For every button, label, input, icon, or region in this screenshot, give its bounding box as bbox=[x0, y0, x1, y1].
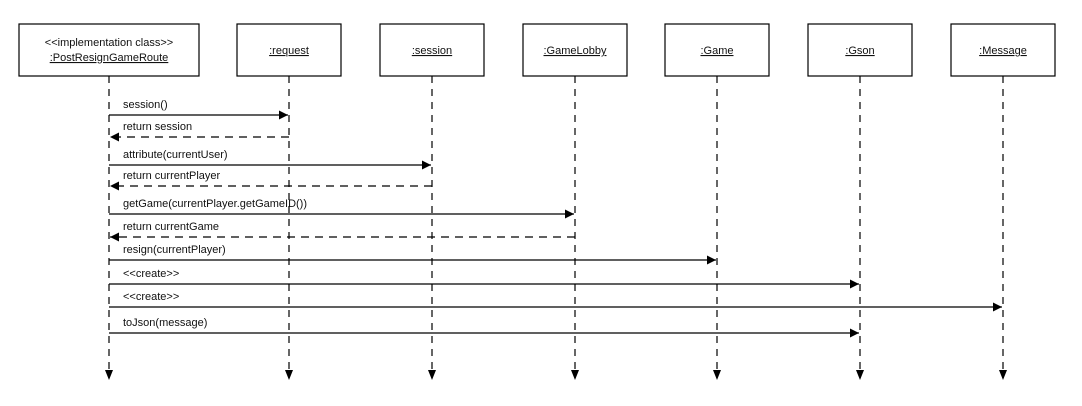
lifeline-end-arrow-gson bbox=[856, 370, 864, 380]
return-message-5: return currentGame bbox=[110, 221, 575, 242]
lifeline-end-arrow-game bbox=[713, 370, 721, 380]
message-label: return session bbox=[123, 121, 192, 133]
lifeline-end-arrow-session bbox=[428, 370, 436, 380]
return-message-1: return session bbox=[110, 121, 289, 142]
participant-box-route bbox=[18, 23, 200, 77]
message-label: <<create>> bbox=[123, 291, 179, 303]
message-label: <<create>> bbox=[123, 268, 179, 280]
message-label: return currentGame bbox=[123, 221, 219, 233]
message-label: attribute(currentUser) bbox=[123, 149, 228, 161]
lifeline-end-arrow-route bbox=[105, 370, 113, 380]
participant-box-gson bbox=[807, 23, 913, 77]
participant-box-request bbox=[236, 23, 342, 77]
participant-name: :PostResignGameRoute bbox=[50, 52, 169, 64]
participant-name: :Message bbox=[979, 45, 1027, 57]
message-label: resign(currentPlayer) bbox=[123, 244, 226, 256]
participant-name: :Gson bbox=[845, 45, 874, 57]
participant-name: :request bbox=[269, 45, 309, 57]
participant-stereotype: <<implementation class>> bbox=[45, 37, 173, 49]
participant-name: :GameLobby bbox=[544, 45, 607, 57]
message-label: return currentPlayer bbox=[123, 170, 221, 182]
call-message-0: session() bbox=[109, 99, 288, 120]
call-message-4: getGame(currentPlayer.getGameID()) bbox=[109, 198, 574, 219]
call-message-9: toJson(message) bbox=[109, 317, 859, 338]
lifeline-end-arrow-request bbox=[285, 370, 293, 380]
lifeline-end-arrow-lobby bbox=[571, 370, 579, 380]
participant-box-game bbox=[664, 23, 770, 77]
participant-name: :Game bbox=[700, 45, 733, 57]
participant-box-lobby bbox=[522, 23, 628, 77]
participant-name: :session bbox=[412, 45, 452, 57]
call-message-6: resign(currentPlayer) bbox=[109, 244, 716, 265]
participant-box-session bbox=[379, 23, 485, 77]
call-message-8: <<create>> bbox=[109, 291, 1002, 312]
participant-box-message bbox=[950, 23, 1056, 77]
call-message-7: <<create>> bbox=[109, 268, 859, 289]
call-message-2: attribute(currentUser) bbox=[109, 149, 431, 170]
message-label: session() bbox=[123, 99, 168, 111]
message-label: toJson(message) bbox=[123, 317, 207, 329]
return-message-3: return currentPlayer bbox=[110, 170, 432, 191]
message-label: getGame(currentPlayer.getGameID()) bbox=[123, 198, 307, 210]
lifeline-end-arrow-message bbox=[999, 370, 1007, 380]
